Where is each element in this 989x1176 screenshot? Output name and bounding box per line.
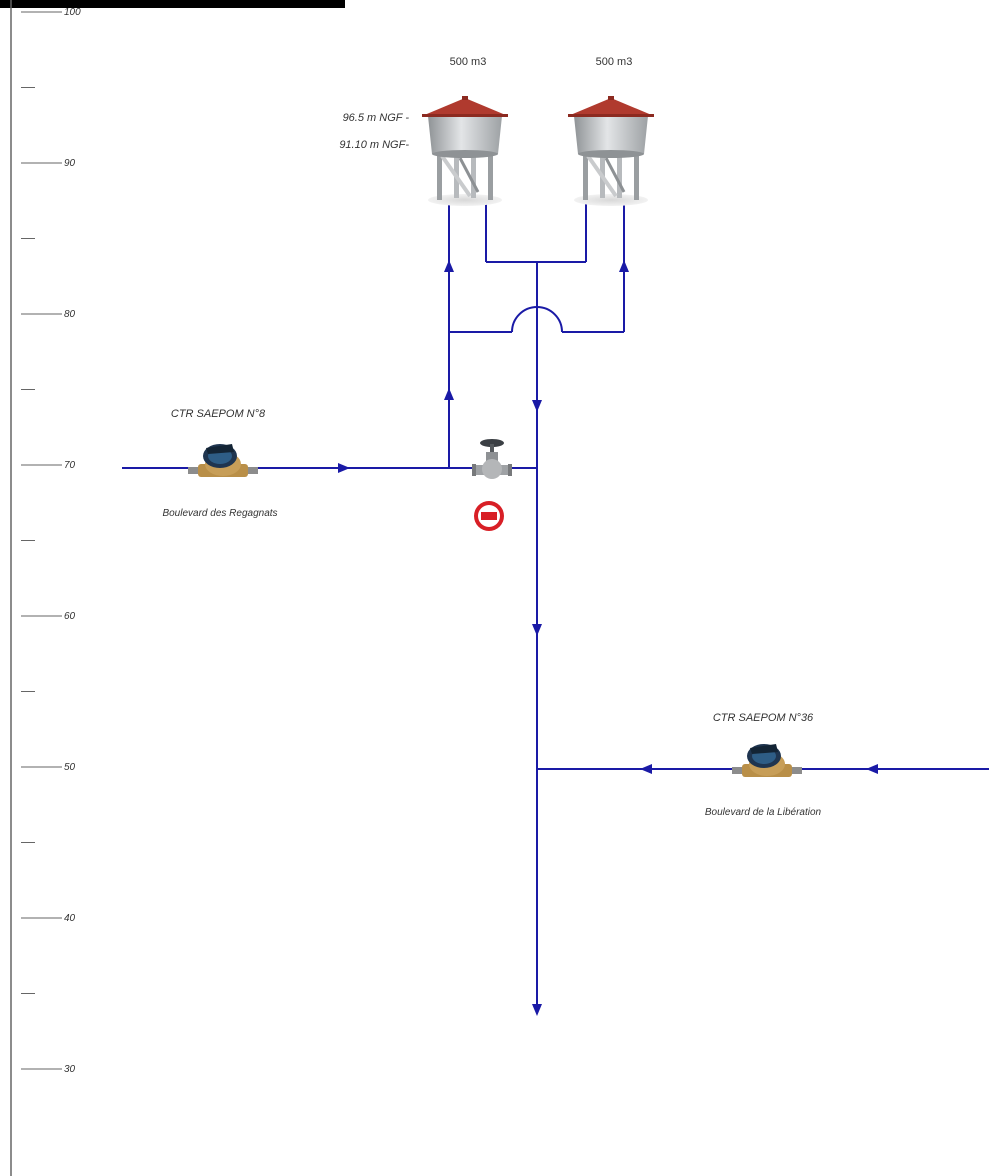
gate-valve-icon (472, 439, 512, 479)
flow-arrow-icon (532, 1004, 542, 1016)
water-meter-icon (732, 744, 802, 777)
level-bottom-label: 91.10 m NGF- (339, 139, 409, 151)
scale-tick-label: 40 (64, 913, 76, 924)
scale-tick-label: 70 (64, 460, 76, 471)
flow-arrow-icon (866, 764, 878, 774)
meter-street-label: Boulevard des Regagnats (162, 508, 277, 519)
flow-arrow-icon (444, 260, 454, 272)
scale-tick-label: 90 (64, 158, 76, 169)
scale-tick-label: 50 (64, 762, 76, 773)
water-tower-icon (566, 96, 656, 206)
scale-tick-label: 30 (64, 1064, 76, 1075)
tank-capacity-label: 500 m3 (596, 56, 633, 68)
stop-sign-icon (474, 501, 504, 531)
tank-capacity-label: 500 m3 (450, 56, 487, 68)
pipe-network (122, 200, 989, 1010)
scale-tick-label: 100 (64, 7, 81, 18)
flow-arrow-icon (532, 400, 542, 412)
flow-arrows (338, 260, 878, 1016)
level-top-label: 96.5 m NGF - (343, 112, 410, 124)
elevation-scale: 100 90 80 70 60 50 40 30 (10, 0, 81, 1176)
scale-tick-label: 60 (64, 611, 76, 622)
water-tower-icon (420, 96, 510, 206)
scale-tick-label: 80 (64, 309, 76, 320)
meter-street-label: Boulevard de la Libération (705, 807, 822, 818)
header-bar (0, 0, 345, 8)
meter-name-label: CTR SAEPOM N°36 (713, 712, 814, 724)
water-meter-icon (188, 444, 258, 477)
flow-arrow-icon (619, 260, 629, 272)
meter-name-label: CTR SAEPOM N°8 (171, 408, 266, 420)
flow-arrow-icon (444, 388, 454, 400)
flow-arrow-icon (532, 624, 542, 636)
flow-arrow-icon (338, 463, 350, 473)
flow-arrow-icon (640, 764, 652, 774)
